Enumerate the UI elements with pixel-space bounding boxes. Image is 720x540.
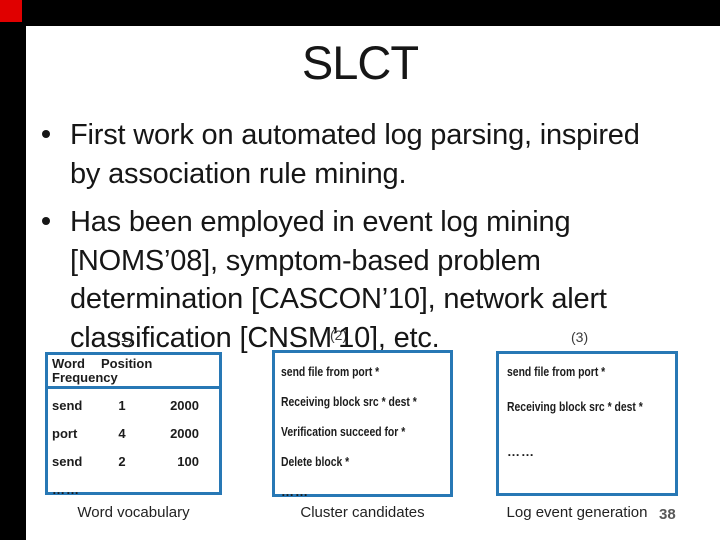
table-row: send 2 100	[52, 455, 199, 468]
bullet-text: First work on automated log parsing, ins…	[70, 116, 702, 193]
red-corner-marker	[0, 0, 22, 22]
ellipsis-row: ……	[52, 482, 80, 497]
bullet-marker-icon	[42, 217, 50, 225]
log-event-generation-box: send file from port * Receiving block src…	[496, 351, 678, 496]
bullet-line: [NOMS’08], symptom-based problem	[70, 244, 541, 277]
table-row: send 1 2000	[52, 399, 199, 412]
bullet-item: Has been employed in event log mining [NO…	[42, 203, 702, 357]
step-label-1: (1)	[116, 329, 134, 345]
step-label-3: (3)	[571, 329, 589, 345]
word-vocabulary-caption: Word vocabulary	[77, 504, 190, 521]
list-item: send file from port *	[281, 364, 380, 379]
ellipsis-row: ……	[507, 444, 535, 459]
cell-frequency: 2000	[170, 426, 199, 441]
top-edge-bar	[0, 0, 720, 26]
list-item: Receiving block src * dest *	[507, 399, 643, 414]
step-label-2: (2)	[330, 327, 348, 343]
bullet-line: determination [CASCON’10], network alert	[70, 283, 607, 315]
bullet-marker-icon	[42, 130, 50, 138]
table-row: port 4 2000	[52, 427, 199, 440]
cell-frequency: 100	[177, 454, 199, 469]
cell-position: 4	[118, 426, 126, 441]
cluster-candidates-box: send file from port * Receiving block src…	[272, 350, 453, 498]
cluster-candidates-caption: Cluster candidates	[300, 504, 425, 521]
log-event-generation-caption: Log event generation	[506, 504, 648, 521]
bullet-list: First work on automated log parsing, ins…	[42, 116, 702, 367]
left-edge-bar	[0, 0, 26, 540]
cell-position: 2	[118, 454, 126, 469]
bullet-line: classification [CNSM’10], etc.	[70, 321, 440, 354]
bullet-line: First work on automated log parsing, ins…	[70, 119, 640, 151]
bullet-line: Has been employed in event log mining	[70, 206, 571, 238]
cell-word: send	[52, 398, 83, 413]
cell-word: send	[52, 454, 83, 469]
list-item: Delete block *	[281, 454, 350, 469]
vocab-column-header: Position	[100, 356, 153, 371]
list-item: send file from port *	[507, 364, 606, 379]
bullet-item: First work on automated log parsing, ins…	[42, 116, 702, 193]
cell-position: 1	[118, 398, 126, 413]
log-event-generation-lines: send file from port * Receiving block src…	[499, 354, 675, 458]
cell-frequency: 2000	[170, 398, 199, 413]
page-number: 38	[659, 506, 676, 523]
slide-title: SLCT	[301, 36, 419, 89]
vocab-column-header: Frequency	[52, 370, 118, 385]
bullet-text: Has been employed in event log mining [NO…	[70, 203, 702, 357]
ellipsis-row: ……	[281, 484, 309, 499]
bullet-line: by association rule mining.	[70, 157, 407, 190]
cell-word: port	[52, 426, 78, 441]
vocab-column-header: Word	[52, 356, 85, 371]
cluster-candidates-lines: send file from port * Receiving block src…	[275, 353, 450, 498]
word-vocabulary-rows: send 1 2000 port 4 2000 send 2 100 ……	[48, 389, 219, 496]
list-item: Receiving block src * dest *	[281, 394, 417, 409]
list-item: Verification succeed for *	[281, 424, 406, 439]
